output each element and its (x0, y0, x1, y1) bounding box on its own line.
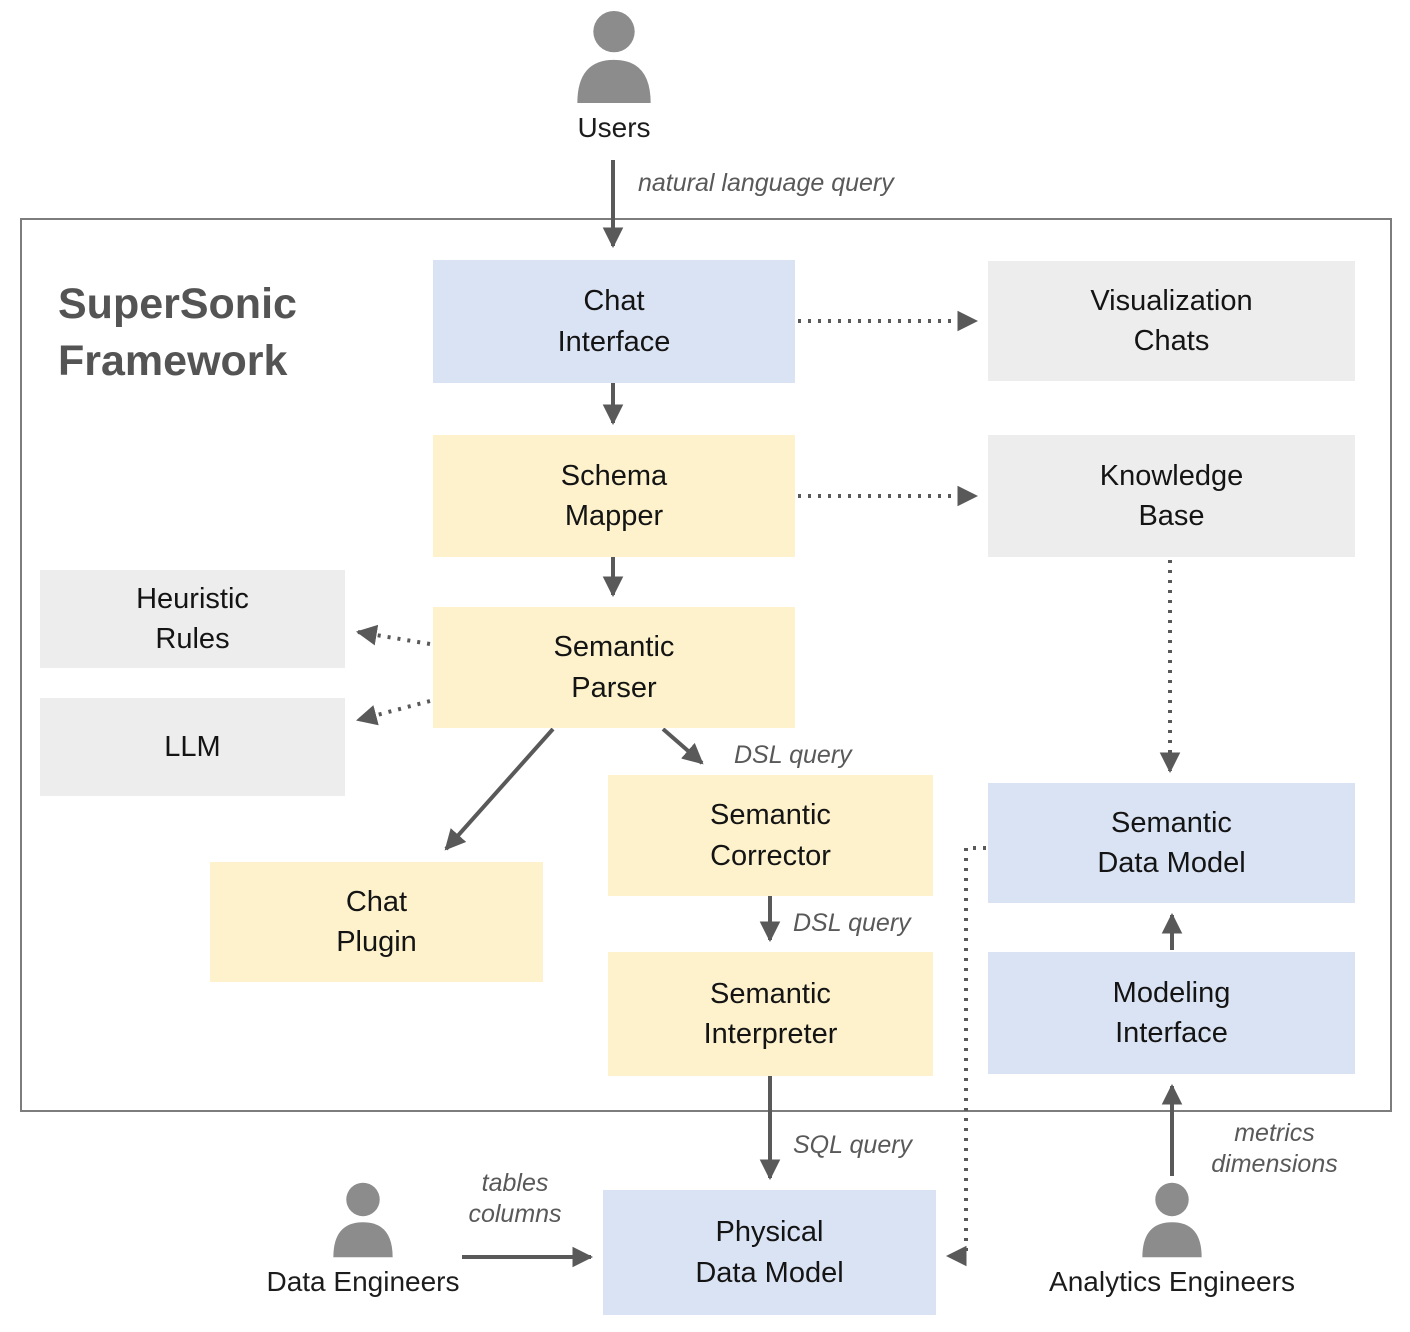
edge-label-natural-language-query: natural language query (638, 169, 894, 197)
node-knowledge-base: Knowledge Base (988, 435, 1355, 557)
node-physical-data-model: Physical Data Model (603, 1190, 936, 1315)
node-chat-interface: Chat Interface (433, 260, 795, 383)
node-heuristic-rules: Heuristic Rules (40, 570, 345, 668)
edge-semantic-parser-to-llm (355, 699, 431, 726)
node-visualization-chats: Visualization Chats (988, 261, 1355, 381)
actor-data-engineers: Data Engineers (238, 1180, 488, 1298)
edge-semantic-parser-to-chat-plugin (444, 727, 555, 851)
edge-semantic-parser-to-semantic-corrector (661, 727, 704, 765)
node-schema-mapper: Schema Mapper (433, 435, 795, 557)
node-modeling-interface: Modeling Interface (988, 952, 1355, 1074)
user-person-icon (577, 10, 651, 104)
edge-label-metrics-dimensions: metrics dimensions (1211, 1119, 1338, 1179)
framework-title: SuperSonic Framework (58, 280, 297, 385)
actor-users-label: Users (577, 112, 651, 143)
data-engineer-person-icon (333, 1182, 393, 1258)
node-semantic-corrector: Semantic Corrector (608, 775, 933, 896)
node-chat-plugin: Chat Plugin (210, 862, 543, 982)
framework-boundary (20, 218, 1392, 1112)
edge-label-tables-columns: tables columns (468, 1169, 562, 1229)
edge-label-dsl-query-1: DSL query (734, 741, 852, 769)
actor-users: Users (519, 8, 709, 144)
actor-analytics-engineers-label: Analytics Engineers (1049, 1266, 1295, 1297)
edge-label-dsl-query-2: DSL query (793, 909, 911, 937)
node-semantic-data-model: Semantic Data Model (988, 783, 1355, 903)
analytics-engineer-person-icon (1142, 1182, 1202, 1258)
node-semantic-interpreter: Semantic Interpreter (608, 952, 933, 1076)
edge-semantic-data-model-to-physical-data-model (945, 846, 986, 1267)
edge-semantic-parser-to-heuristic-rules (355, 624, 431, 646)
node-semantic-parser: Semantic Parser (433, 607, 795, 728)
edge-label-sql-query: SQL query (793, 1131, 913, 1159)
actor-analytics-engineers: Analytics Engineers (1002, 1180, 1342, 1298)
actor-data-engineers-label: Data Engineers (266, 1266, 460, 1297)
node-llm: LLM (40, 698, 345, 796)
